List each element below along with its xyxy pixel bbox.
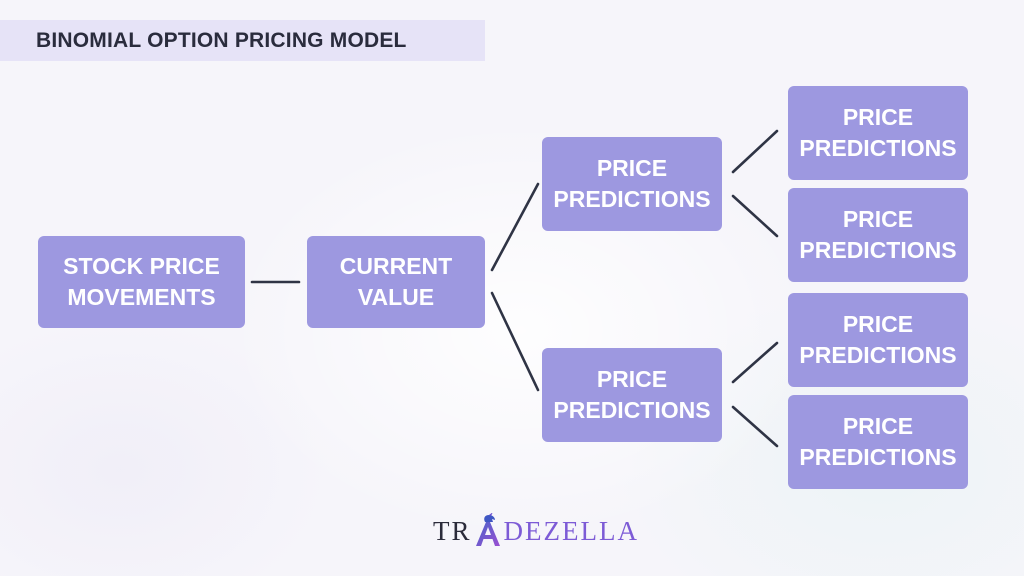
node-price-predictions-up-up: PRICE PREDICTIONS (788, 86, 968, 180)
node-current-value: CURRENT VALUE (307, 236, 485, 328)
node-price-predictions-down-up: PRICE PREDICTIONS (788, 293, 968, 387)
page-title: BINOMIAL OPTION PRICING MODEL (36, 29, 407, 52)
logo-text-right: DEZELLA (503, 515, 639, 546)
node-label: PRICE PREDICTIONS (799, 413, 957, 470)
node-price-predictions-down: PRICE PREDICTIONS (542, 348, 722, 442)
node-price-predictions-up: PRICE PREDICTIONS (542, 137, 722, 231)
connector-up-upup (731, 129, 779, 174)
title-band (0, 20, 485, 61)
connector-up-updown (731, 194, 779, 238)
node-label: PRICE PREDICTIONS (799, 206, 957, 263)
connector-down-downup (731, 341, 779, 384)
node-stock-price-movements: STOCK PRICE MOVEMENTS (38, 236, 245, 328)
node-price-predictions-up-down: PRICE PREDICTIONS (788, 188, 968, 282)
node-label: PRICE PREDICTIONS (799, 104, 957, 161)
node-label: CURRENT VALUE (339, 253, 453, 310)
connector-current-down (490, 291, 540, 392)
node-label: STOCK PRICE MOVEMENTS (63, 253, 220, 310)
node-label: PRICE PREDICTIONS (553, 366, 711, 423)
node-price-predictions-down-down: PRICE PREDICTIONS (788, 395, 968, 489)
connector-down-downdown (731, 405, 779, 448)
unicorn-a-icon (475, 513, 500, 546)
node-label: PRICE PREDICTIONS (553, 155, 711, 212)
node-label: PRICE PREDICTIONS (799, 311, 957, 368)
logo-text-left: TR (433, 515, 472, 546)
connector-current-up (490, 182, 540, 272)
tradezella-logo: TR DEZELLA (433, 513, 639, 549)
